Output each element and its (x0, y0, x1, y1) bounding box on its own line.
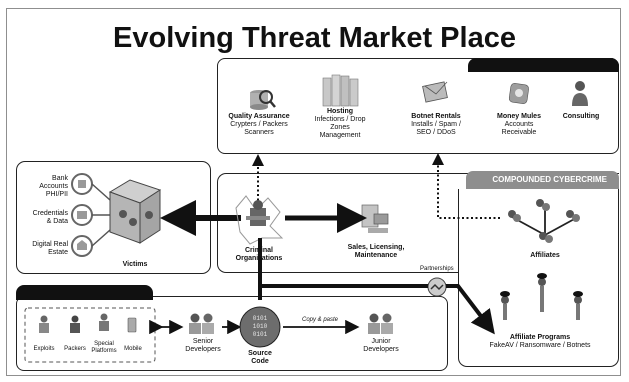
senior-developers-icon (189, 313, 214, 334)
sales-computer-icon (361, 204, 389, 233)
victim-asset-credentials: Credentials & Data (32, 210, 68, 225)
services-box (217, 58, 619, 154)
envelope-icon (422, 81, 448, 103)
affiliate-programs-figures-icon (500, 273, 583, 320)
dev-header-bar (16, 285, 153, 300)
sales-licensing-label: Sales, Licensing, Maintenance (347, 244, 405, 259)
service-consulting: Consulting (562, 113, 600, 120)
money-bag-icon (508, 83, 529, 104)
packers-icon (70, 315, 80, 333)
partnerships-handshake-icon (427, 277, 447, 297)
service-money-mules: Money Mules Accounts Receivable (497, 113, 541, 136)
bank-connector (91, 183, 111, 201)
affiliate-programs-label: Affiliate Programs FakeAV / Ransomware /… (489, 334, 591, 349)
svg-text:0101: 0101 (253, 315, 268, 322)
victims-cube-icon (108, 179, 162, 244)
copy-paste-label: Copy & paste (302, 317, 339, 323)
criminal-organizations-label: Criminal Organizations (235, 247, 283, 262)
victims-label: Victims (122, 261, 148, 268)
tool-mobile-label: Mobile (124, 346, 142, 352)
affiliates-network-icon (508, 199, 580, 243)
partnerships-label: Partnerships (420, 266, 454, 272)
dotted-arrow-to-botnet-rentals (432, 153, 500, 219)
junior-developers-icon (368, 313, 393, 334)
real-estate-icon (71, 235, 93, 257)
mobile-icon (127, 317, 137, 333)
criminal-organizations-icon (235, 195, 284, 245)
svg-text:1010: 1010 (253, 323, 268, 330)
credentials-icon (71, 204, 93, 226)
bank-icon (71, 173, 93, 195)
tool-special-platforms-label: Special Platforms (91, 341, 117, 354)
magnifier-database-icon (250, 90, 276, 110)
arrow-to-affiliate-programs (446, 284, 495, 335)
service-botnet-rentals: Botnet Rentals Installs / Spam / SEO / D… (411, 113, 461, 136)
service-hosting: Hosting Infections / Drop Zones Manageme… (314, 108, 366, 139)
victim-asset-bank: Bank Accounts PHI/PII (39, 175, 68, 198)
service-quality-assurance: Quality Assurance Crypters / Packers Sca… (228, 113, 290, 136)
slide-title: Evolving Threat Market Place (113, 22, 516, 54)
real-estate-connector (91, 229, 111, 247)
slide-frame (6, 8, 621, 376)
source-code-label: Source Code (248, 350, 272, 365)
compounded-header-bar: COMPOUNDED CYBERCRIME (466, 171, 619, 189)
exploits-icon (39, 315, 49, 333)
tool-exploits-label: Exploits (33, 346, 55, 352)
victim-asset-real-estate: Digital Real Estate (32, 241, 68, 256)
affiliates-label: Affiliates (530, 252, 560, 259)
tool-packers-label: Packers (64, 346, 86, 352)
senior-developers-label: Senior Developers (185, 338, 221, 353)
special-platforms-icon (99, 313, 109, 331)
consultant-icon (572, 81, 588, 106)
source-code-disc-icon: 0101 1010 0101 (239, 306, 281, 348)
services-header-bar (468, 58, 619, 72)
svg-text:0101: 0101 (253, 331, 268, 338)
junior-developers-label: Junior Developers (363, 338, 399, 353)
server-rack-icon (322, 74, 359, 107)
